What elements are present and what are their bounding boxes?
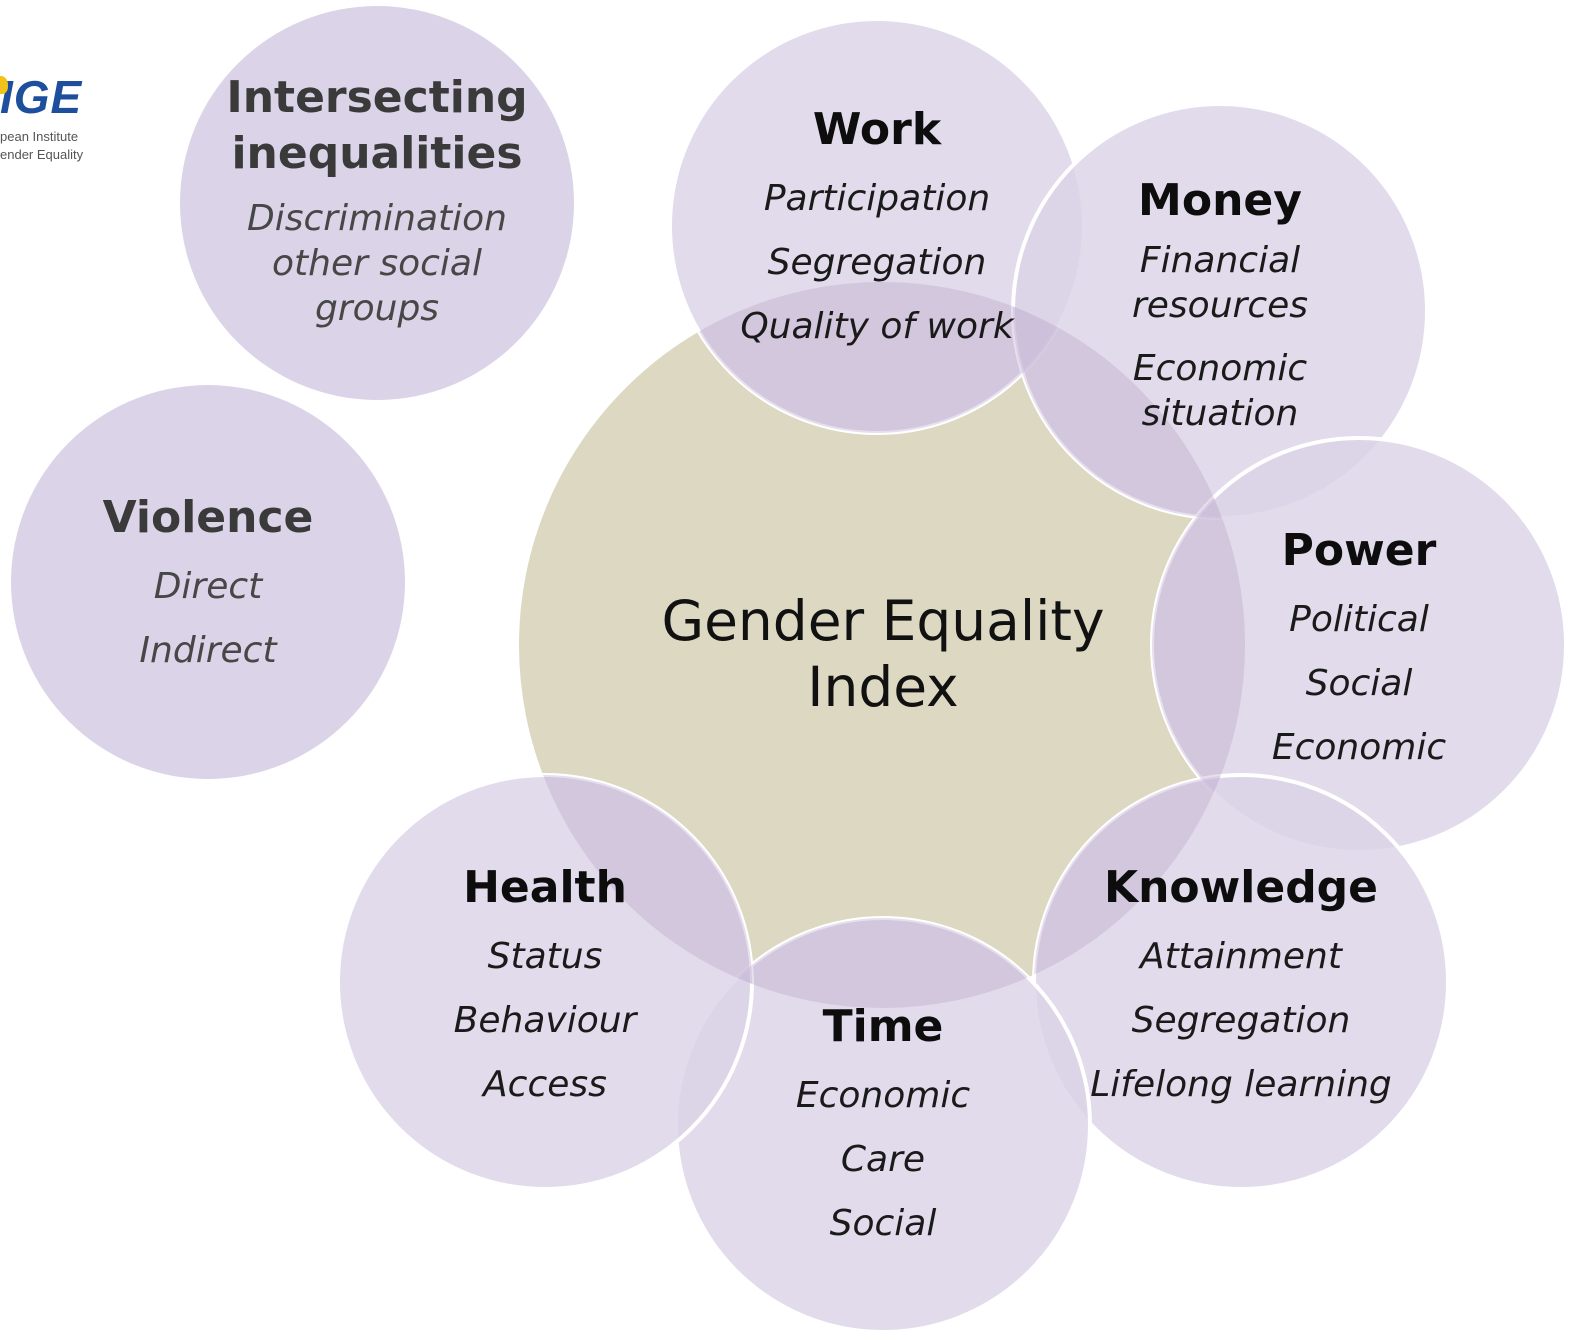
money-item: Financial resources	[1131, 239, 1309, 326]
violence-item: Direct	[153, 565, 263, 607]
gender-equality-index-circle	[519, 282, 1245, 1008]
power-item: Economic	[1271, 726, 1447, 768]
work-item: Segregation	[767, 241, 987, 283]
health-item: Access	[483, 1063, 607, 1105]
work-item: Quality of work	[740, 305, 1014, 347]
health-title: Health	[463, 862, 627, 913]
money-label: Money Financial resources Economic situa…	[1132, 175, 1308, 441]
work-center-overlap	[670, 282, 1084, 433]
violence-title: Violence	[102, 492, 314, 543]
money-item: Economic situation	[1132, 347, 1308, 434]
intersecting-inequalities-circle	[180, 6, 574, 400]
time-item: Social	[829, 1202, 937, 1244]
money-title: Money	[1138, 175, 1302, 226]
power-title: Power	[1281, 525, 1437, 576]
knowledge-title: Knowledge	[1103, 862, 1379, 913]
center-label: Gender Equality Index	[661, 589, 1105, 719]
time-label: Time Economic Care Social	[796, 1001, 970, 1256]
eige-logo: IGE pean Institute ender Equality	[0, 74, 83, 164]
time-item: Economic	[795, 1074, 971, 1116]
power-item: Political	[1289, 598, 1429, 640]
intersecting-inequalities-label: Intersecting inequalities Discrimination…	[226, 70, 527, 336]
logo-star-dot	[0, 76, 8, 94]
intersecting-inequalities-title: Intersecting inequalities	[226, 72, 528, 179]
health-item: Behaviour	[453, 999, 637, 1041]
logo-mark: IGE	[0, 71, 83, 123]
work-label: Work Participation Segregation Quality o…	[740, 104, 1013, 359]
health-circle	[336, 773, 754, 1191]
time-title: Time	[822, 1001, 944, 1052]
power-label: Power Political Social Economic	[1272, 525, 1446, 780]
violence-item: Indirect	[139, 629, 277, 671]
knowledge-item: Segregation	[1131, 999, 1351, 1041]
violence-circle	[11, 385, 405, 779]
work-title: Work	[812, 104, 942, 155]
health-item: Status	[487, 935, 603, 977]
knowledge-item: Attainment	[1140, 935, 1342, 977]
violence-label: Violence Direct Indirect	[103, 492, 314, 683]
logo-line-2: ender Equality	[0, 147, 84, 162]
time-item: Care	[840, 1138, 926, 1180]
power-item: Social	[1305, 662, 1413, 704]
knowledge-item: Lifelong learning	[1090, 1063, 1392, 1105]
work-item: Participation	[763, 177, 991, 219]
logo-line-1: pean Institute	[0, 129, 79, 144]
knowledge-label: Knowledge Attainment Segregation Lifelon…	[1090, 862, 1392, 1117]
health-label: Health Status Behaviour Access	[454, 862, 637, 1117]
intersecting-inequalities-item: Discrimination other social groups	[247, 198, 507, 329]
